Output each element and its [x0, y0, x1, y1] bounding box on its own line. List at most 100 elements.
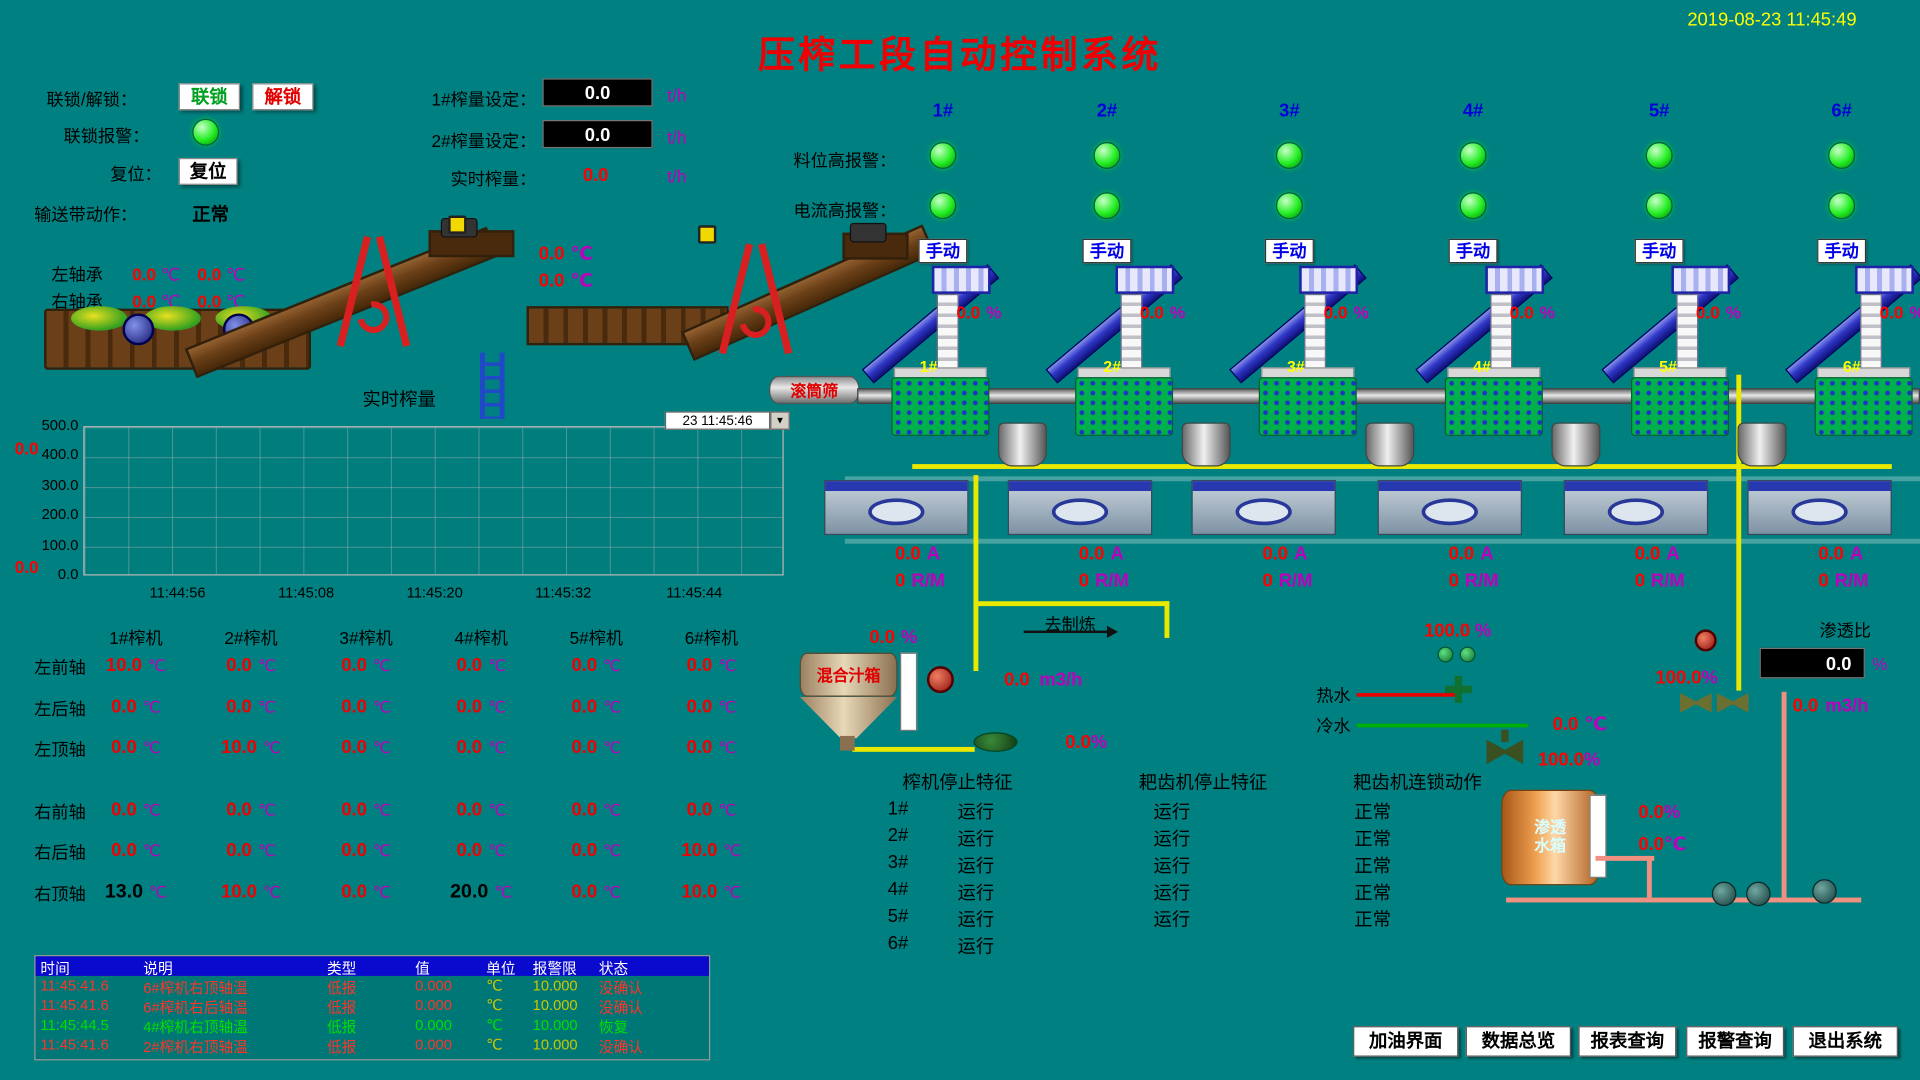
tank-opening-graphic	[1421, 498, 1478, 526]
trend-chart	[83, 426, 784, 576]
rake-stop-status: 运行	[1153, 909, 1191, 931]
feeder-speed-unit: %	[1169, 302, 1186, 323]
juice-collector-graphic	[1181, 422, 1231, 467]
alarm-col-header: 类型	[326, 959, 357, 978]
permeate-tank-label: 渗透水箱	[1534, 818, 1567, 855]
interlock-alarm-label: 联锁报警：	[63, 126, 150, 146]
press-speed-unit: R/M	[1464, 570, 1499, 592]
tank-opening-graphic	[1791, 498, 1848, 526]
permeate-level-readout: 0.0%	[1638, 802, 1681, 823]
right-bearing-label: 右轴承	[51, 291, 103, 312]
press-body-graphic	[1444, 377, 1543, 436]
alarm-cell-status: 没确认	[598, 999, 643, 1017]
belt-motor-graphic	[849, 222, 887, 243]
unlock-button[interactable]: 解锁	[252, 83, 314, 111]
temp-cell: 0.0℃	[226, 696, 276, 718]
temp-cell: 20.0℃	[450, 881, 513, 903]
floor-strip-graphic	[844, 538, 1920, 544]
temp-cell: 13.0℃	[104, 881, 167, 903]
alarm-query-button[interactable]: 报警查询	[1686, 1026, 1785, 1057]
data-overview-button[interactable]: 数据总览	[1465, 1026, 1572, 1057]
permeate-temp-readout: 0.0℃	[1638, 833, 1687, 855]
left-bearing-v1: 0.0	[132, 264, 157, 285]
left-bearing-v2: 0.0	[197, 264, 222, 285]
rake-stop-status: 运行	[1153, 802, 1191, 823]
reset-label: 复位：	[110, 164, 162, 184]
sp1-value-display[interactable]: 0.0	[542, 78, 653, 107]
cold-water-label: 冷水	[1316, 716, 1351, 736]
manual-mode-button[interactable]: 手动	[1264, 238, 1314, 264]
status-row-id: 4#	[887, 879, 909, 900]
chart-time-selector[interactable]: 23 11:45:46	[664, 411, 771, 430]
manual-mode-button[interactable]: 手动	[1082, 238, 1132, 264]
press-number-label: 6#	[1831, 100, 1852, 122]
mixing-valve-icon	[1444, 675, 1472, 703]
temp-cell: 0.0℃	[226, 799, 276, 821]
manual-mode-button[interactable]: 手动	[1634, 238, 1684, 264]
temp-col-header: 4#榨机	[454, 628, 508, 648]
press-stop-status: 运行	[957, 828, 995, 850]
current-high-alarm-light	[1275, 192, 1303, 220]
rake-interlock-status: 正常	[1354, 828, 1392, 850]
rake-interlock-status: 正常	[1354, 855, 1392, 877]
temp-cell: 0.0℃	[456, 655, 507, 676]
sp1-unit: t/h	[667, 85, 687, 106]
exit-system-button[interactable]: 退出系统	[1792, 1026, 1898, 1057]
report-query-button[interactable]: 报表查询	[1578, 1026, 1677, 1057]
feeder-speed-unit: %	[986, 302, 1002, 323]
manual-mode-button[interactable]: 手动	[918, 238, 968, 264]
transfer-pump-icon	[973, 732, 1018, 752]
clock: 2019-08-23 11:45:49	[1687, 9, 1857, 31]
manual-mode-button[interactable]: 手动	[1817, 238, 1867, 264]
tank-opening-graphic	[868, 498, 925, 526]
hazard-icon	[697, 225, 717, 244]
refuel-screen-button[interactable]: 加油界面	[1353, 1026, 1459, 1057]
press-id-tag: 3#	[1286, 357, 1305, 376]
alarm-table-header: 时间说明类型值单位报警限状态	[35, 956, 709, 978]
sp2-value-display[interactable]: 0.0	[542, 119, 653, 149]
mix-level-readout: 0.0%	[869, 626, 918, 648]
lock-button[interactable]: 联锁	[178, 83, 240, 111]
alarm-cell-time: 11:45:41.6	[40, 1035, 109, 1054]
feed-hopper-graphic	[1115, 265, 1175, 294]
juice-pipe-graphic	[1164, 601, 1170, 638]
feeder-speed-value: 0.0	[1695, 302, 1720, 323]
temp-cell: 0.0℃	[226, 655, 276, 676]
mix-tank-outlet-graphic	[839, 735, 855, 751]
alarm-col-header: 说明	[143, 959, 173, 978]
feed-hopper-graphic	[931, 265, 991, 294]
alarm-cell-time: 11:45:44.5	[40, 1016, 109, 1034]
juice-pipe-graphic	[852, 746, 975, 752]
manual-mode-button[interactable]: 手动	[1448, 238, 1498, 264]
alarm-cell-unit: ℃	[486, 1016, 503, 1034]
feed-hopper-graphic	[1485, 265, 1545, 294]
reset-button[interactable]: 复位	[178, 157, 238, 185]
press-current-value: 0.0	[1262, 543, 1288, 565]
chart-cursor-value-bottom: 0.0	[14, 557, 39, 577]
temp-cell: 0.0℃	[456, 696, 507, 718]
alarm-cell-desc: 6#榨机右顶轴温	[143, 979, 248, 997]
temp-cell: 0.0℃	[571, 737, 622, 758]
sp2-unit: t/h	[667, 127, 687, 147]
mix-pct2-readout: 0.0%	[1065, 732, 1108, 754]
chart-time-dropdown-button[interactable]: ▼	[770, 411, 790, 430]
alarm-cell-type: 低报	[326, 1038, 357, 1056]
mix-level-gauge	[899, 652, 918, 732]
status-col-header: 耙齿机停止特征	[1138, 772, 1268, 794]
page-title: 压榨工段自动控制系统	[757, 35, 1163, 76]
permeate-ratio-display[interactable]: 0.0	[1759, 647, 1865, 679]
mix-tank-graphic: 混合汁箱	[799, 652, 898, 697]
feed-hopper-graphic	[1855, 265, 1914, 294]
valve2-opening-readout: 100.0%	[1655, 667, 1718, 689]
alarm-cell-type: 低报	[326, 999, 357, 1017]
temp-cell: 0.0℃	[226, 839, 276, 861]
